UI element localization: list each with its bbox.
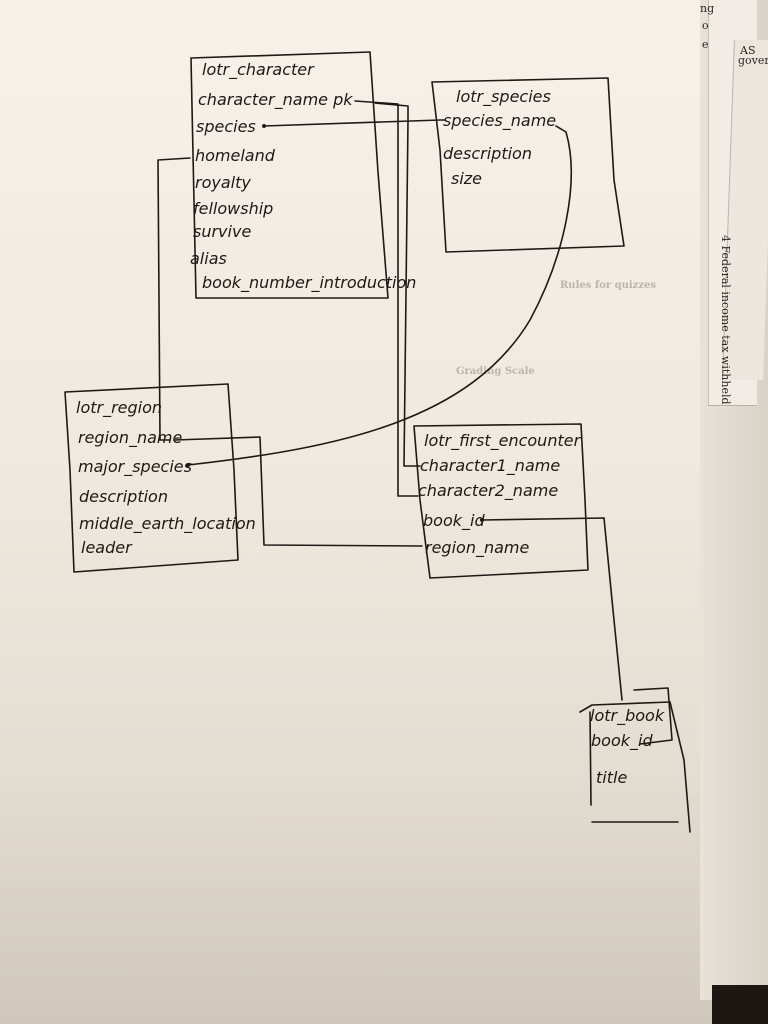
paper-sheet bbox=[0, 0, 712, 1024]
link-dot-species bbox=[262, 124, 266, 128]
table-surface bbox=[712, 985, 768, 1024]
table-species: lotr_species species_name description si… bbox=[431, 77, 625, 253]
sheet-tab: AS bbox=[739, 44, 755, 57]
background-heading-rules: Rules for quizzes bbox=[560, 280, 656, 291]
field-book-number-introduction: book_number_introduction bbox=[202, 273, 416, 293]
link-dot-major-species bbox=[186, 463, 190, 467]
background-heading-grading: Grading Scale bbox=[456, 366, 535, 377]
field-book-book-id: book_id bbox=[591, 731, 653, 751]
field-character2-name: character2_name bbox=[418, 481, 558, 501]
field-alias: alias bbox=[190, 249, 227, 268]
field-encounter-region-name: region_name bbox=[425, 538, 529, 558]
field-major-species: major_species bbox=[78, 457, 192, 477]
table-character-border bbox=[190, 51, 389, 299]
field-middle-earth-location: middle_earth_location bbox=[79, 514, 256, 534]
field-royalty: royalty bbox=[195, 173, 251, 192]
table-region: lotr_region region_name major_species de… bbox=[64, 383, 256, 573]
table-book-border bbox=[579, 701, 691, 833]
field-species-description: description bbox=[443, 144, 532, 163]
link-dot-book-id bbox=[480, 518, 484, 522]
table-first-encounter-title: lotr_first_encounter bbox=[424, 431, 582, 451]
field-fellowship: fellowship bbox=[193, 199, 273, 218]
relationships bbox=[157, 100, 623, 701]
field-species-name: species_name bbox=[443, 111, 556, 131]
table-book-title: lotr_book bbox=[590, 706, 665, 726]
table-first-encounter-border bbox=[413, 423, 589, 579]
link-region-to-encounter bbox=[174, 436, 423, 547]
field-character-name: character_name pk bbox=[198, 90, 353, 110]
field-survive: survive bbox=[193, 222, 251, 241]
field-book-id: book_id bbox=[423, 511, 485, 531]
field-size: size bbox=[451, 169, 482, 188]
link-species bbox=[263, 119, 446, 127]
link-book-id bbox=[481, 517, 623, 701]
table-region-title: lotr_region bbox=[76, 398, 162, 418]
book-id-bracket bbox=[633, 687, 673, 745]
field-leader: leader bbox=[81, 538, 133, 557]
table-region-border bbox=[64, 383, 239, 573]
field-species: species bbox=[196, 117, 256, 136]
table-first-encounter: lotr_first_encounter character1_name cha… bbox=[413, 423, 589, 579]
link-major-species bbox=[187, 125, 572, 466]
field-title: title bbox=[596, 768, 627, 787]
margin-line-2: o bbox=[702, 19, 709, 32]
sheet-tab-2: govern bbox=[738, 54, 768, 67]
field-homeland: homeland bbox=[195, 146, 276, 165]
field-character1-name: character1_name bbox=[420, 456, 560, 476]
field-region-name: region_name bbox=[78, 428, 182, 448]
background-print: Rules for quizzes Grading Scale bbox=[456, 280, 656, 377]
table-character-title: lotr_character bbox=[202, 60, 315, 80]
vertical-note: 4 Federal income tax withheld bbox=[719, 235, 732, 405]
field-region-description: description bbox=[79, 487, 168, 506]
link-homeland-to-region bbox=[157, 157, 191, 441]
margin-line-1: ng bbox=[700, 2, 714, 15]
table-species-border bbox=[431, 77, 625, 253]
margin-text: ng o e AS govern 4 Federal income tax wi… bbox=[700, 2, 768, 405]
margin-line-3: e bbox=[702, 38, 709, 51]
table-book: lotr_book book_id title bbox=[579, 687, 691, 833]
link-character-to-character1 bbox=[374, 102, 421, 467]
table-character: lotr_character character_name pk species… bbox=[190, 51, 416, 299]
table-species-title: lotr_species bbox=[456, 87, 551, 107]
